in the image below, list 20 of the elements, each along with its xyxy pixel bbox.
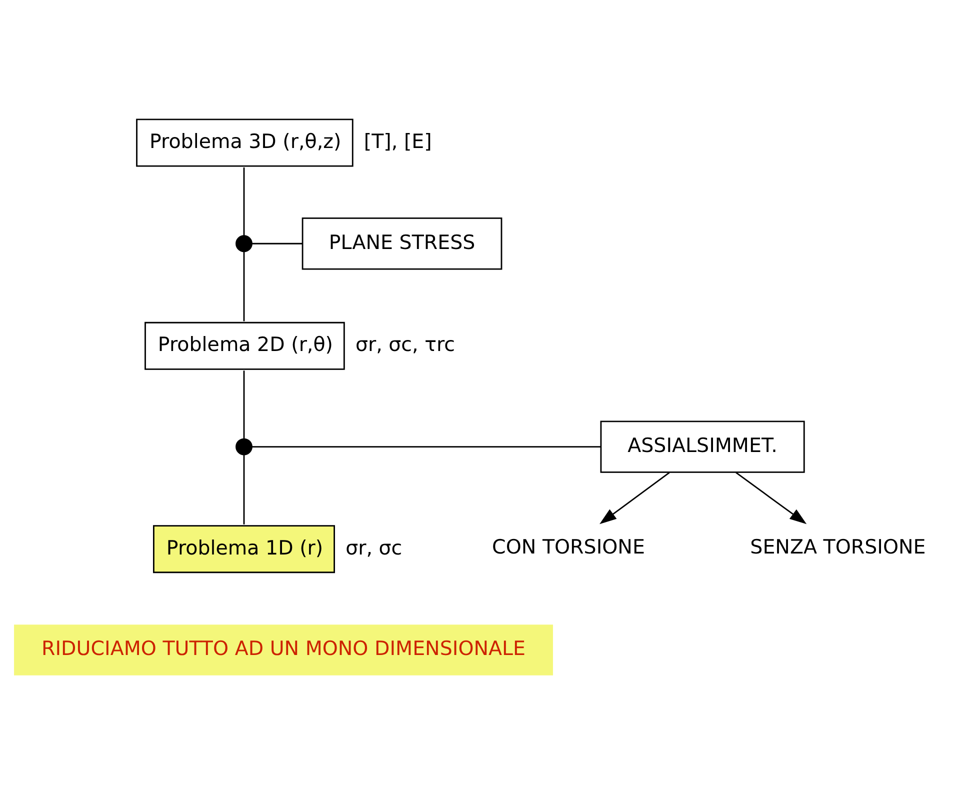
node-circle	[236, 234, 252, 252]
label: RIDUCIAMO TUTTO AD UN MONO DIMENSIONALE	[42, 636, 526, 660]
arrow	[736, 472, 807, 524]
connector	[243, 454, 245, 524]
arrow	[600, 472, 670, 524]
node-box: ASSIALSIMMET.	[600, 420, 805, 472]
node-text: CON TORSIONE	[492, 535, 645, 558]
node-box: PLANE STRESS	[302, 217, 502, 270]
node-box: Problema 3D (r,θ,z)	[136, 118, 354, 166]
connector	[252, 446, 601, 447]
node-label: [T], [E]	[364, 129, 432, 152]
connector	[243, 251, 245, 321]
node-box: Problema 2D (r,θ)	[144, 321, 345, 370]
node-text: SENZA TORSIONE	[750, 535, 926, 558]
node-label: σr, σc, τrc	[355, 332, 456, 356]
connector	[243, 166, 245, 236]
node-circle	[236, 438, 252, 455]
node-label: σr, σc	[346, 536, 402, 559]
connector	[243, 370, 245, 438]
connector	[252, 242, 302, 244]
